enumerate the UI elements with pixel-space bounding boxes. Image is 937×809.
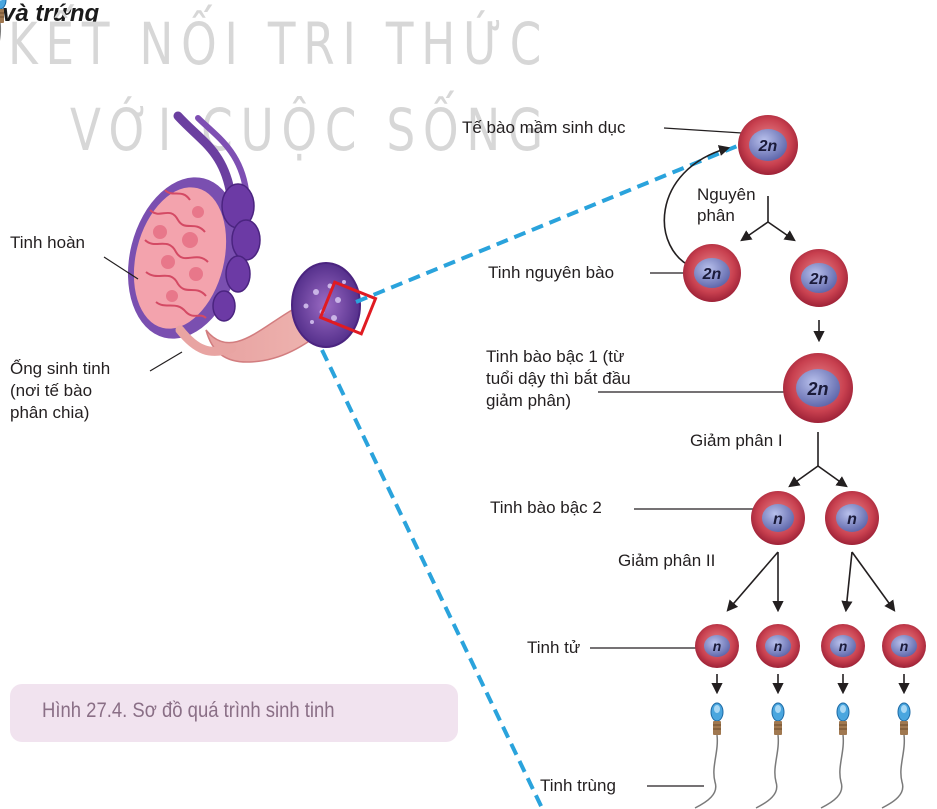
sperm-cell-2 (756, 703, 784, 808)
label-mitosis-line1: Nguyên (697, 184, 756, 206)
label-mitosis-line2: phân (697, 205, 735, 227)
sperm-cell (0, 0, 6, 96)
label-primary-line1: Tinh bào bậc 1 (từ (486, 346, 624, 368)
ploidy-label-spermatid-3: n (839, 638, 848, 654)
label-secondary-spermatocyte: Tinh bào bậc 2 (490, 497, 602, 519)
ploidy-label-spermatid-1: n (713, 638, 722, 654)
label-primary-line3: giảm phân) (486, 390, 571, 412)
label-primary-line2: tuổi dậy thì bắt đầu (486, 368, 631, 390)
sperm-cell-3 (821, 703, 849, 808)
label-testis: Tinh hoàn (10, 232, 85, 254)
label-spermatid: Tinh tử (527, 637, 580, 659)
ploidy-label-spermatid-2: n (774, 638, 783, 654)
figure-caption-box: Hình 27.4. Sơ đồ quá trình sinh tinh (10, 684, 458, 742)
ploidy-label-secondary-left: n (773, 511, 783, 528)
label-spermatogonium: Tinh nguyên bào (488, 262, 614, 284)
leader-lines (590, 128, 788, 786)
label-germ-cell: Tế bào mầm sinh dục (462, 117, 625, 139)
sperm-cell-4 (882, 703, 910, 808)
label-tubule-line1: Ống sinh tinh (10, 358, 110, 380)
label-meiosis-1: Giảm phân I (690, 430, 783, 452)
figure-caption: Hình 27.4. Sơ đồ quá trình sinh tinh (42, 699, 335, 723)
ploidy-label-spermatogonium-right: 2n (809, 271, 829, 288)
testis-illustration (104, 116, 376, 371)
ploidy-label-spermatogonium-left: 2n (702, 266, 722, 283)
label-meiosis-2: Giảm phân II (618, 550, 715, 572)
ploidy-label-germ: 2n (758, 138, 778, 155)
ploidy-label-primary: 2n (806, 379, 828, 399)
sperm-cell-1 (695, 703, 723, 808)
label-tubule-line2: (nơi tế bào (10, 380, 92, 402)
label-sperm: Tinh trùng (540, 775, 616, 797)
ploidy-label-spermatid-4: n (900, 638, 909, 654)
ploidy-label-secondary-right: n (847, 511, 857, 528)
label-tubule-line3: phân chia) (10, 402, 89, 424)
